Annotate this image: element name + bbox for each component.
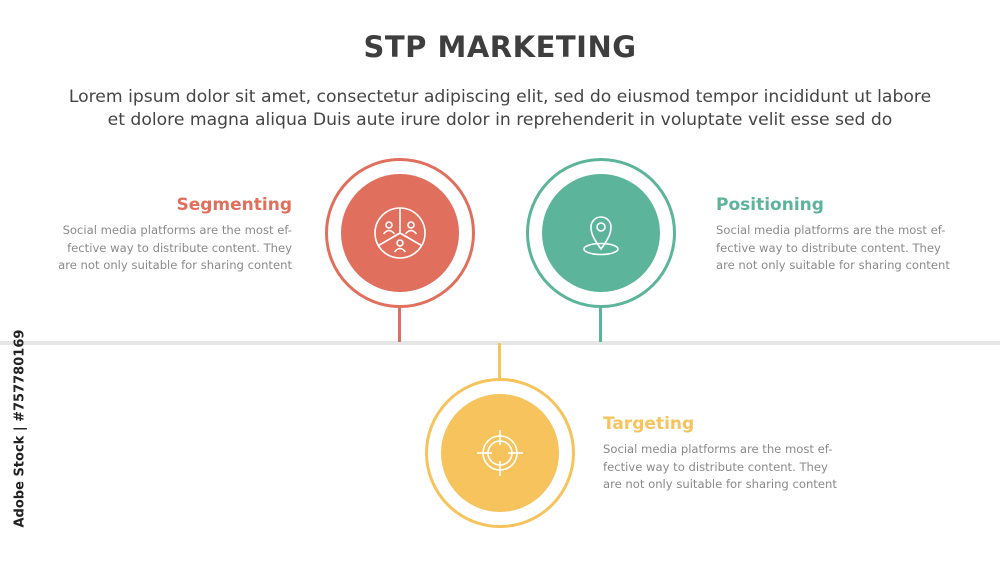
positioning-connector [599, 306, 602, 342]
targeting-heading: Targeting [603, 414, 695, 434]
description-line: Social media platforms are the most ef- [603, 442, 833, 456]
positioning-heading: Positioning [716, 195, 824, 215]
segmenting-heading: Segmenting [176, 195, 292, 215]
targeting-description: Social media platforms are the most ef- … [603, 441, 853, 494]
description-line: are not only suitable for sharing conten… [603, 477, 837, 491]
targeting-connector [498, 343, 501, 381]
description-line: fective way to distribute content. They [67, 240, 292, 255]
stock-watermark: Adobe Stock | #757780169 [12, 329, 28, 528]
segmenting-description: Social media platforms are the most ef- … [42, 222, 292, 275]
targeting-circle [441, 394, 559, 512]
subtitle-line: et dolore magna aliqua Duis aute irure d… [107, 110, 893, 130]
description-line: Social media platforms are the most ef- [62, 223, 292, 237]
description-line: are not only suitable for sharing conten… [716, 258, 950, 272]
positioning-description: Social media platforms are the most ef- … [716, 222, 966, 275]
positioning-circle [542, 174, 660, 292]
description-line: fective way to distribute content. They [603, 459, 828, 474]
description-line: Social media platforms are the most ef- [716, 223, 946, 237]
location-pin-icon [583, 216, 619, 256]
segmenting-circle [341, 174, 459, 292]
description-line: are not only suitable for sharing conten… [58, 258, 292, 272]
segmenting-connector [398, 306, 401, 342]
subtitle-line: Lorem ipsum dolor sit amet, consectetur … [68, 87, 932, 107]
description-line: fective way to distribute content. They [716, 240, 941, 255]
page-subtitle: Lorem ipsum dolor sit amet, consectetur … [40, 86, 960, 132]
crosshair-target-icon [477, 430, 523, 476]
page-title: STP MARKETING [363, 30, 637, 64]
segment-pie-users-icon [374, 207, 426, 259]
